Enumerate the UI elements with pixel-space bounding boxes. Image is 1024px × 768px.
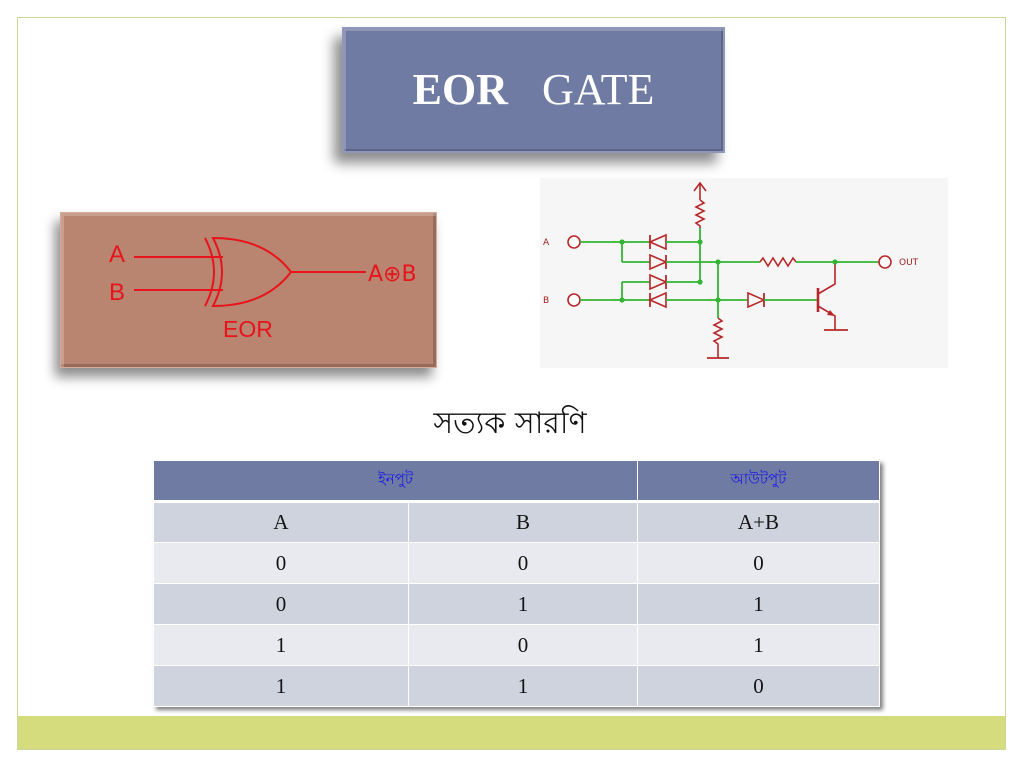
table-column-row: A B A+B xyxy=(153,501,880,543)
input-header: ইনপুট xyxy=(153,460,638,503)
table-header-row: ইনপুট আউটপুট xyxy=(153,460,880,503)
column-label-output: A+B xyxy=(637,501,880,543)
table-row: 0 0 0 xyxy=(153,542,880,584)
vcc-arrow xyxy=(693,181,707,200)
top-resistor-symbol xyxy=(694,199,706,228)
gate-name-label: EOR xyxy=(223,316,273,342)
table-cell: 0 xyxy=(408,542,638,584)
eor-circuit-diagram: A OUT B xyxy=(540,178,948,368)
junction-dots xyxy=(619,239,838,303)
table-cell: 1 xyxy=(637,583,880,625)
bottom-resistor-symbol xyxy=(712,317,724,358)
input-b-terminal xyxy=(567,293,581,307)
table-cell: 1 xyxy=(408,583,638,625)
title-bold: EOR xyxy=(412,65,508,114)
column-label-b: B xyxy=(408,501,638,543)
table-cell: 0 xyxy=(637,542,880,584)
column-label-a: A xyxy=(153,501,409,543)
table-cell: 0 xyxy=(153,583,409,625)
circuit-background xyxy=(540,178,948,368)
table-row: 1 1 0 xyxy=(153,665,880,707)
transistor-symbol xyxy=(816,262,836,330)
circuit-output-label: OUT xyxy=(899,258,919,268)
circuit-input-b-label: B xyxy=(543,296,549,306)
table-cell: 0 xyxy=(637,665,880,707)
table-row: 0 1 1 xyxy=(153,583,880,625)
gate-input-b-label: B xyxy=(109,279,125,306)
xor-extra-curve xyxy=(204,237,215,307)
table-cell: 0 xyxy=(408,624,638,666)
gate-input-a-label: A xyxy=(109,241,125,268)
footer-band xyxy=(18,716,1005,749)
table-cell: 1 xyxy=(637,624,880,666)
table-row: 1 0 1 xyxy=(153,624,880,666)
table-cell: 1 xyxy=(408,665,638,707)
gate-body xyxy=(211,236,293,308)
truth-table-heading: সত্যক সারণি xyxy=(433,406,587,441)
output-header: আউটপুট xyxy=(637,460,880,503)
table-cell: 1 xyxy=(153,665,409,707)
table-cell: 0 xyxy=(153,542,409,584)
gate-output-label: A⊕B xyxy=(368,262,417,287)
eor-gate-diagram: A B A⊕B EOR xyxy=(109,236,417,342)
slide-frame xyxy=(17,17,1006,750)
output-resistor-symbol xyxy=(759,256,797,268)
input-a-terminal xyxy=(567,235,581,249)
truth-table: ইনপুট আউটপুট A B A+B 0 0 0 0 1 1 1 0 1 1… xyxy=(153,460,880,707)
eor-gate-symbol-panel: A B A⊕B EOR xyxy=(60,212,437,368)
title-regular: GATE xyxy=(541,65,655,114)
table-cell: 1 xyxy=(153,624,409,666)
title-box: EOR GATE xyxy=(342,27,725,153)
circuit-input-a-label: A xyxy=(543,238,550,248)
output-terminal xyxy=(878,255,892,269)
